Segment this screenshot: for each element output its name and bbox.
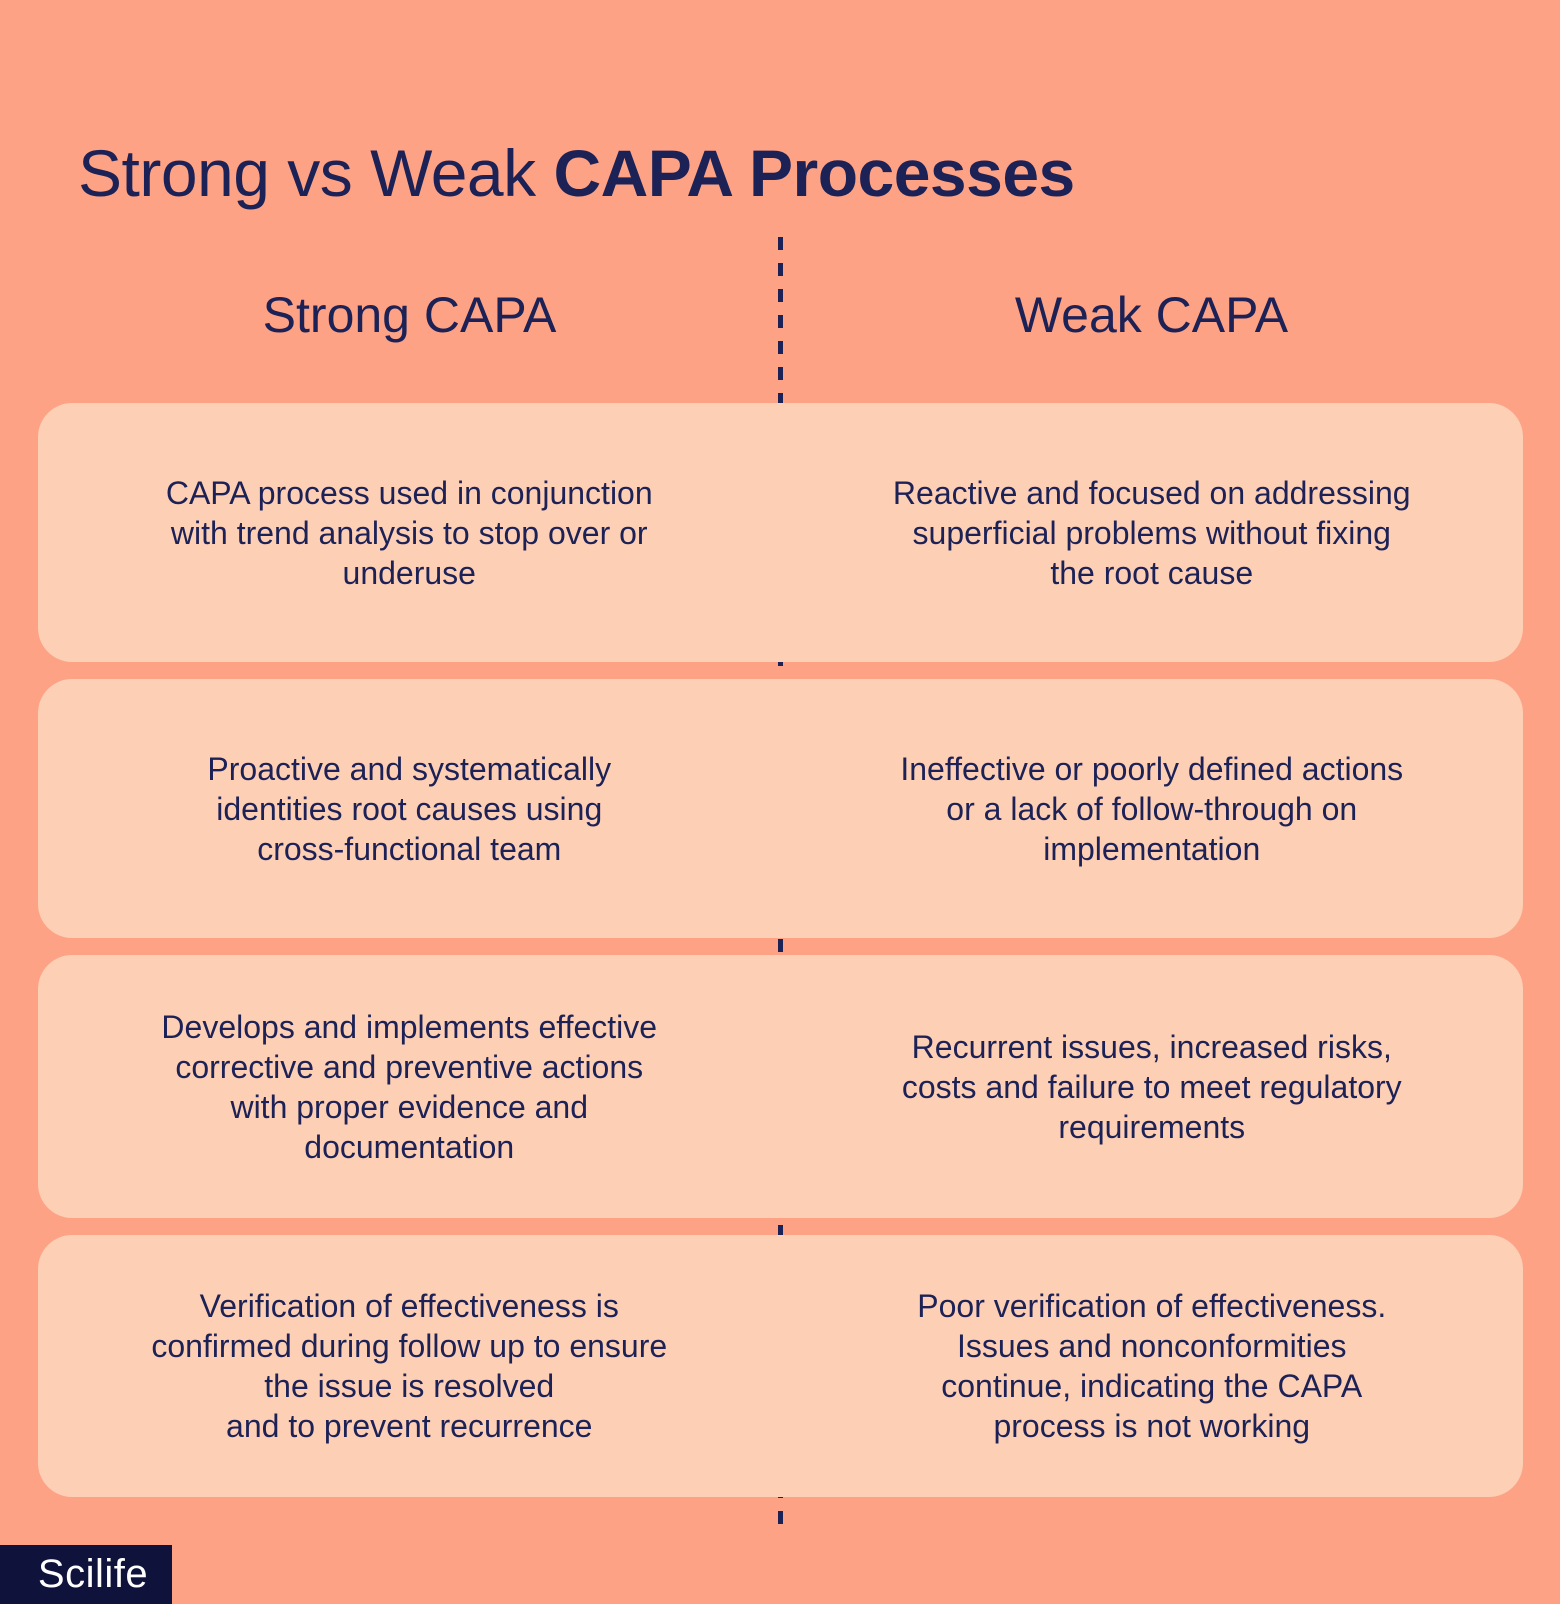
strong-capa-text: Develops and implements effective correc… [161,1008,658,1165]
page-title-bold: CAPA Processes [553,136,1075,211]
weak-capa-cell: Ineffective or poorly defined actions or… [781,679,1524,938]
column-header-weak: Weak CAPA [1014,287,1289,343]
strong-capa-cell: CAPA process used in conjunction with tr… [38,403,781,662]
strong-capa-cell: Develops and implements effective correc… [38,955,781,1218]
weak-capa-text: Reactive and focused on addressing super… [892,474,1411,591]
strong-capa-text: CAPA process used in conjunction with tr… [165,474,653,591]
weak-capa-cell: Poor verification of effectiveness. Issu… [781,1235,1524,1497]
comparison-row: Develops and implements effective correc… [38,955,1523,1218]
weak-capa-cell: Recurrent issues, increased risks, costs… [781,955,1524,1218]
strong-capa-text: Verification of effectiveness is confirm… [151,1288,668,1444]
comparison-row: CAPA process used in conjunction with tr… [38,403,1523,662]
comparison-row: Verification of effectiveness is confirm… [38,1235,1523,1497]
strong-capa-cell: Verification of effectiveness is confirm… [38,1235,781,1497]
column-header-strong: Strong CAPA [262,287,557,343]
strong-capa-cell: Proactive and systematically identities … [38,679,781,938]
page-title-regular: Strong vs Weak [78,136,554,211]
scilife-logo: Scilife [0,1545,172,1604]
weak-capa-text: Poor verification of effectiveness. Issu… [917,1288,1387,1444]
comparison-row: Proactive and systematically identities … [38,679,1523,938]
weak-capa-text: Ineffective or poorly defined actions or… [900,750,1404,867]
strong-capa-text: Proactive and systematically identities … [207,750,612,867]
weak-capa-text: Recurrent issues, increased risks, costs… [901,1028,1402,1145]
scilife-logo-text: Scilife [37,1552,149,1596]
weak-capa-cell: Reactive and focused on addressing super… [781,403,1524,662]
page-title: Strong vs Weak CAPA Processes [78,140,1075,206]
